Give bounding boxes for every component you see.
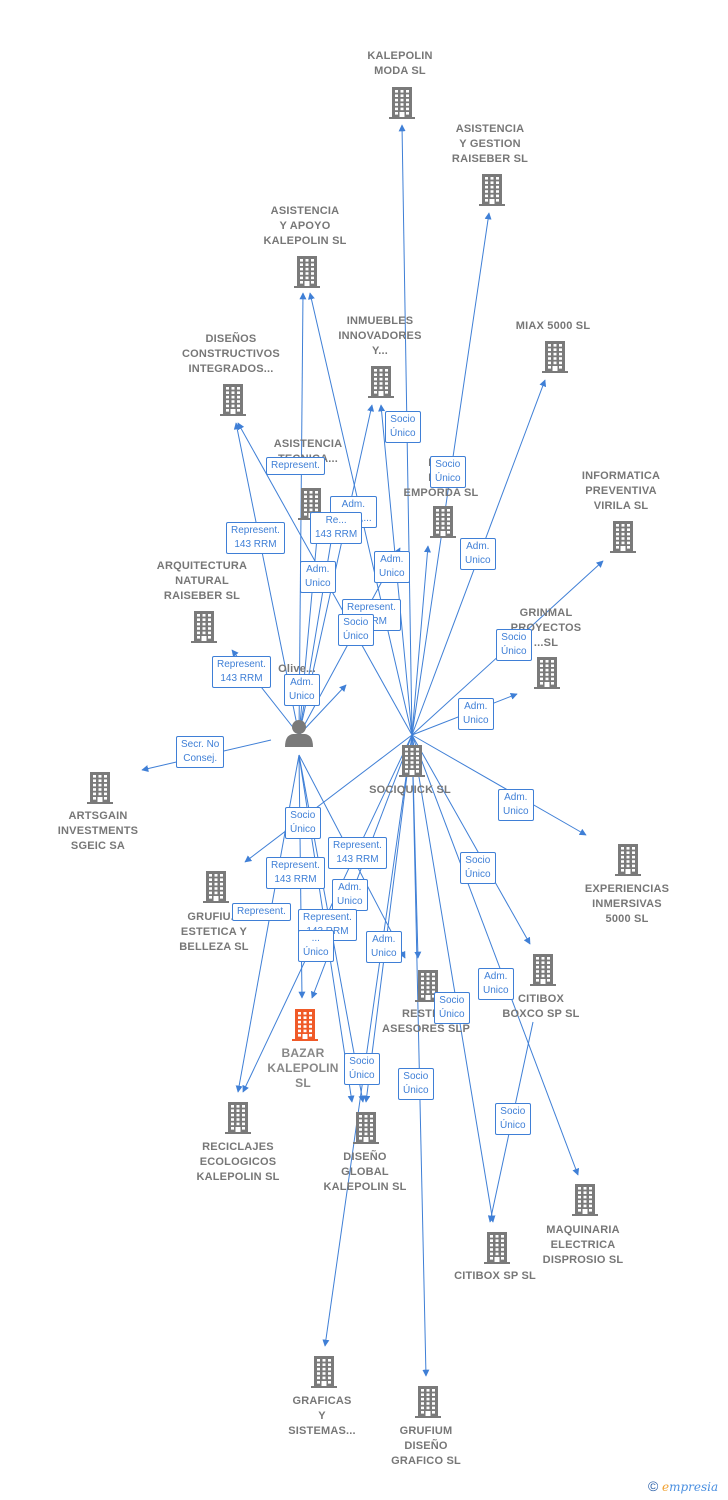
company-icon[interactable] [479,174,505,206]
node-label-miax[interactable]: MIAX 5000 SL [515,320,591,332]
node-label-disenos[interactable]: DISEÑOS CONSTRUCTIVOS INTEGRADOS... [182,333,280,375]
node-label-diseno-global[interactable]: DISEÑO GLOBAL KALEPOLIN SL [323,1151,407,1193]
relation-label[interactable]: Socio Único [344,1053,380,1085]
relation-label[interactable]: Socio Único [430,456,466,488]
focus-company-icon[interactable] [292,1009,318,1041]
relation-edge [411,734,531,945]
empresia-logo: empresia [661,1480,719,1494]
node-label-experiencias[interactable]: EXPERIENCIAS INMERSIVAS 5000 SL [584,883,670,925]
icons-layer [87,87,641,1418]
relation-edge [322,734,413,1347]
company-icon[interactable] [534,657,560,689]
relation-label[interactable]: Socio Único [495,1103,531,1135]
relation-label[interactable]: Represent. 143 RRM [266,857,325,889]
node-label-reciclajes[interactable]: RECICLAJES ECOLOGICOS KALEPOLIN SL [196,1141,280,1183]
company-icon[interactable] [610,521,636,553]
relation-edge [244,734,413,863]
company-icon[interactable] [225,1102,251,1134]
node-label-kalepolin-moda[interactable]: KALEPOLIN MODA SL [367,50,433,77]
relation-edge [411,734,587,836]
relation-label[interactable]: Re... 143 RRM [310,512,363,544]
node-label-grufium-diseno[interactable]: GRUFIUM DISEÑO GRAFICO SL [391,1425,461,1467]
relation-label[interactable]: Represent. 143 RRM [328,837,387,869]
relation-label[interactable]: Socio Único [398,1068,434,1100]
company-icon[interactable] [415,970,441,1002]
company-icon[interactable] [572,1184,598,1216]
company-icon[interactable] [530,954,556,986]
relation-label[interactable]: Socio Único [496,629,532,661]
relation-edge [363,734,413,1103]
relation-label[interactable]: Socio Único [338,614,374,646]
company-icon[interactable] [415,1386,441,1418]
node-label-citibox-sp[interactable]: CITIBOX SP SL [454,1270,536,1282]
company-icon[interactable] [399,745,425,777]
relation-label[interactable]: Represent. 143 RRM [226,522,285,554]
company-icon[interactable] [615,844,641,876]
node-label-asistencia-apoyo[interactable]: ASISTENCIA Y APOYO KALEPOLIN SL [263,205,347,247]
person-icon[interactable] [285,720,313,747]
node-label-citibox-boxco[interactable]: CITIBOX BOXCO SP SL [502,993,580,1020]
relation-edge [411,734,496,1223]
company-icon[interactable] [203,871,229,903]
company-icon[interactable] [542,341,568,373]
node-label-informatica[interactable]: INFORMATICA PREVENTIVA VIRILA SL [581,470,661,512]
relation-edge [411,545,431,736]
node-label-arquitectura[interactable]: ARQUITECTURA NATURAL RAISEBER SL [156,560,248,602]
company-icon[interactable] [87,772,113,804]
relation-label[interactable]: Secr. No Consej. [176,736,225,768]
relation-label[interactable]: Socio Único [285,807,321,839]
relation-label[interactable]: Represent. [266,457,325,475]
relation-label[interactable]: Socio Único [434,992,470,1024]
relation-label[interactable]: Adm. Unico [478,968,514,1000]
company-icon[interactable] [294,256,320,288]
relation-label[interactable]: Adm. Unico [300,561,336,593]
relation-label[interactable]: Represent. 143 RRM [212,656,271,688]
relation-label[interactable]: Adm. Unico [332,879,368,911]
company-icon[interactable] [353,1112,379,1144]
relation-label[interactable]: Adm. Unico [498,789,534,821]
company-icon[interactable] [191,611,217,643]
relation-label[interactable]: Adm. Unico [366,931,402,963]
relation-label[interactable]: ... Único [298,930,334,962]
node-label-graficas[interactable]: GRAFICAS Y SISTEMAS... [288,1395,356,1437]
node-label-socioquick[interactable]: SOCIQUICK SL [369,784,451,796]
relation-label[interactable]: Adm. Unico [284,674,320,706]
relation-edge [298,684,347,736]
relation-edge [411,734,580,1176]
relation-label[interactable]: Adm. Unico [460,538,496,570]
relation-label[interactable]: Socio Único [385,411,421,443]
node-label-inmuebles[interactable]: INMUEBLES INNOVADORES Y... [338,315,422,357]
copyright-icon: © [648,1478,659,1494]
company-icon[interactable] [484,1232,510,1264]
relation-label[interactable]: Adm. Unico [374,551,410,583]
company-icon[interactable] [430,506,456,538]
company-icon[interactable] [389,87,415,119]
node-label-grufium-estetica[interactable]: GRUFIU... ESTETICA Y BELLEZA SL [179,911,249,953]
company-icon[interactable] [311,1356,337,1388]
node-label-maquinaria[interactable]: MAQUINARIA ELECTRICA DISPROSIO SL [542,1224,624,1266]
node-label-asistencia-gestion[interactable]: ASISTENCIA Y GESTION RAISEBER SL [451,123,529,165]
company-icon[interactable] [368,366,394,398]
node-label-bazar[interactable]: BAZAR KALEPOLIN SL [267,1046,339,1090]
company-icon[interactable] [220,384,246,416]
relation-label[interactable]: Socio Único [460,852,496,884]
empresia-footer[interactable]: © empresia [648,1478,718,1494]
node-label-artsgain[interactable]: ARTSGAIN INVESTMENTS SGEIC SA [57,810,139,852]
relation-edge [411,734,430,1377]
relation-label[interactable]: Represent. [232,903,291,921]
relation-label[interactable]: Adm. Unico [458,698,494,730]
